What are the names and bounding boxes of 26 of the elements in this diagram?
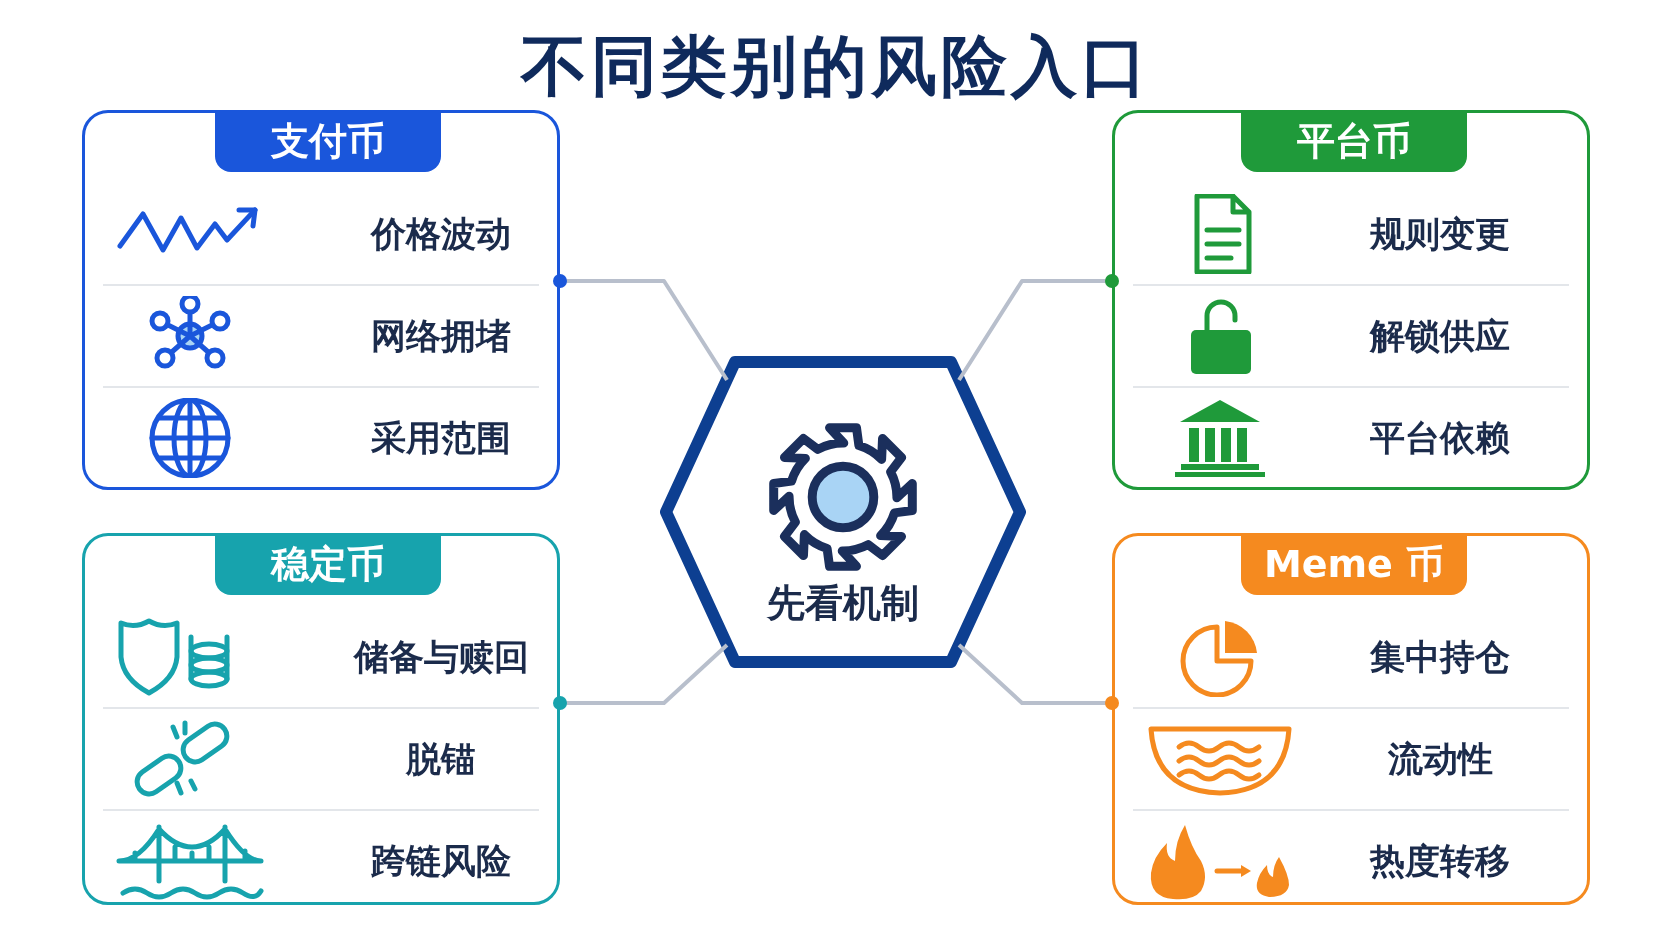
risk-label: 平台依赖 xyxy=(1369,416,1511,460)
category-card xyxy=(82,110,560,490)
risk-label: 热度转移 xyxy=(1368,839,1511,883)
category-card xyxy=(1112,110,1590,490)
heading-tab: 平台币 xyxy=(1241,110,1467,172)
category-card xyxy=(82,533,560,905)
heading-tab: 支付币 xyxy=(215,110,441,172)
risk-label: 规则变更 xyxy=(1369,212,1511,256)
risk-label: 采用范围 xyxy=(370,416,512,460)
center-label: 先看机制 xyxy=(766,580,920,627)
risk-label: 脱锚 xyxy=(404,737,477,781)
connector xyxy=(553,274,729,382)
risk-label: 网络拥堵 xyxy=(370,314,512,358)
risk-label: 价格波动 xyxy=(369,212,512,256)
risk-label: 解锁供应 xyxy=(1368,314,1511,358)
risk-label: 储备与赎回 xyxy=(352,635,530,679)
category-card xyxy=(1112,533,1590,905)
connector xyxy=(957,643,1119,710)
risk-label: 流动性 xyxy=(1386,737,1494,781)
title: 不同类别的风险入口 xyxy=(519,27,1152,107)
connector xyxy=(957,274,1119,382)
connector xyxy=(553,643,729,710)
heading-tab: 稳定币 xyxy=(215,533,441,595)
heading-tab: Meme 币 xyxy=(1241,533,1467,595)
risk-label: 集中持仓 xyxy=(1369,635,1511,679)
risk-label: 跨链风险 xyxy=(370,839,512,883)
